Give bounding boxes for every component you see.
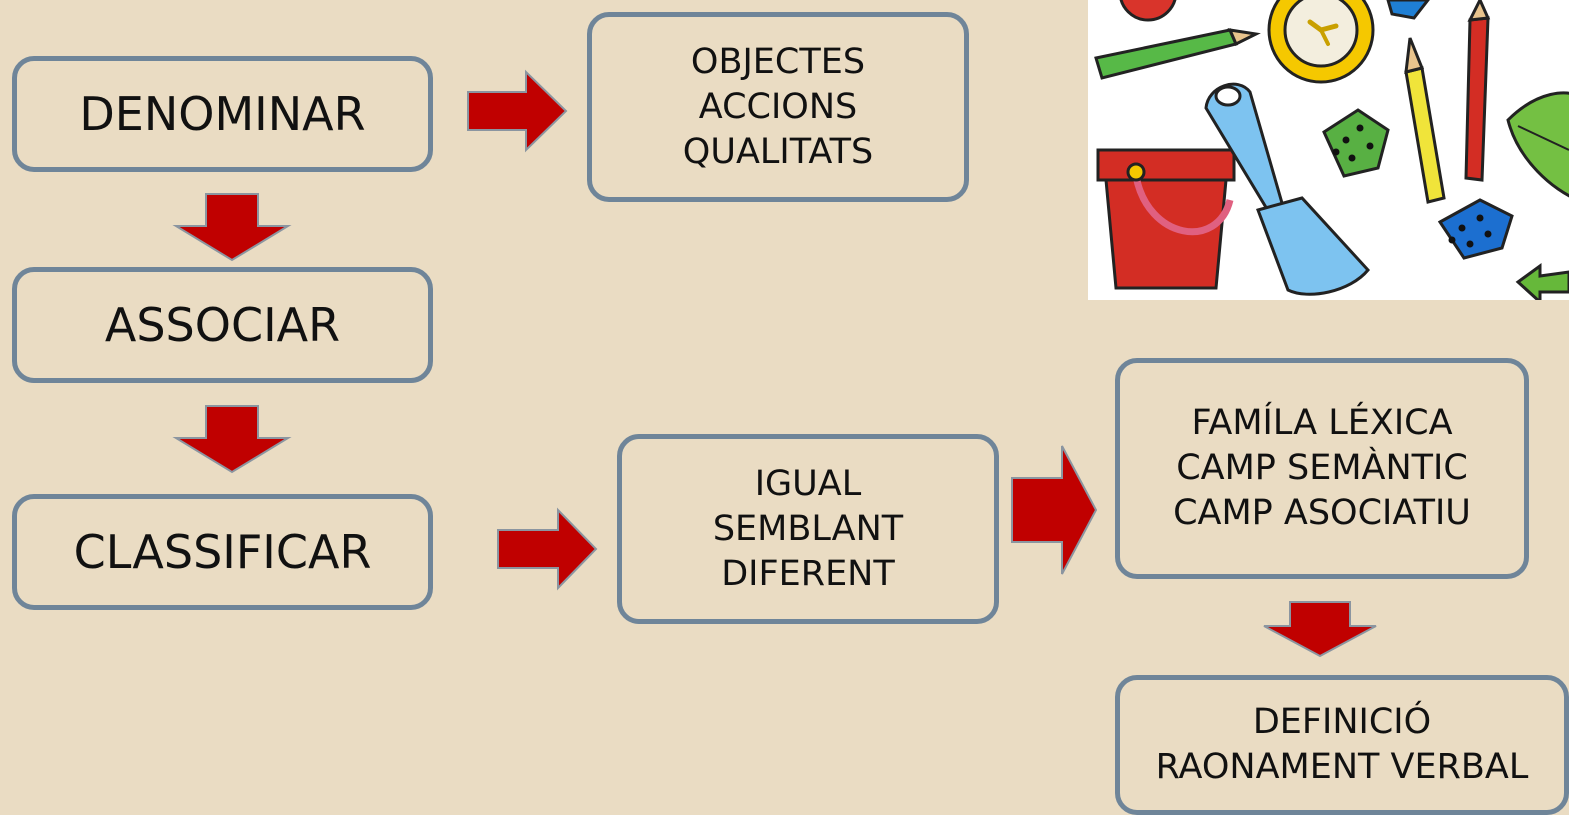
box-famila-line-2: CAMP SEMÀNTIC <box>1176 448 1468 488</box>
box-objectes-line-2: ACCIONS <box>698 86 858 127</box>
arrow-right-icon <box>497 507 598 591</box>
arrow-down-icon <box>172 405 292 474</box>
box-igual-line-1: IGUAL <box>754 463 862 504</box>
dice-icon <box>1437 198 1514 260</box>
box-objectes-line-3: QUALITATS <box>682 131 874 172</box>
box-igual-line-2: SEMBLANT <box>712 508 904 549</box>
pencil-icon <box>1404 37 1446 204</box>
arrow-down-icon <box>172 193 292 262</box>
box-igual: IGUAL SEMBLANT DIFERENT <box>617 434 999 624</box>
block-icon <box>1386 0 1430 20</box>
arrow-right-icon <box>467 69 568 153</box>
box-denominar-label: DENOMINAR <box>79 87 366 141</box>
bucket-icon <box>1096 148 1236 290</box>
arrow-down-icon <box>1263 601 1377 658</box>
dice-icon <box>1322 108 1390 178</box>
box-denominar: DENOMINAR <box>12 56 433 172</box>
box-famila: FAMÍLA LÉXICA CAMP SEMÀNTIC CAMP ASOCIAT… <box>1115 358 1529 579</box>
box-associar-label: ASSOCIAR <box>104 298 341 352</box>
box-definicio-line-1: DEFINICIÓ <box>1252 702 1432 742</box>
pencil-icon <box>1464 0 1491 182</box>
ball-icon <box>1119 0 1177 22</box>
toys-illustration <box>1088 0 1569 300</box>
box-famila-line-3: CAMP ASOCIATIU <box>1173 493 1471 533</box>
box-definicio: DEFINICIÓ RAONAMENT VERBAL <box>1115 675 1569 815</box>
box-classificar: CLASSIFICAR <box>12 494 433 610</box>
box-classificar-label: CLASSIFICAR <box>73 525 372 579</box>
box-famila-line-1: FAMÍLA LÉXICA <box>1191 403 1453 443</box>
box-definicio-line-2: RAONAMENT VERBAL <box>1155 747 1529 787</box>
box-objectes: OBJECTES ACCIONS QUALITATS <box>587 12 969 202</box>
leaf-icon <box>1506 91 1569 198</box>
arrow-icon <box>1515 263 1569 300</box>
box-objectes-line-1: OBJECTES <box>690 41 866 82</box>
clock-icon <box>1267 0 1375 84</box>
box-associar: ASSOCIAR <box>12 267 433 383</box>
arrow-right-icon <box>1011 445 1098 575</box>
pencil-icon <box>1094 28 1261 80</box>
box-igual-line-3: DIFERENT <box>721 553 895 594</box>
shovel-icon <box>1204 82 1370 296</box>
